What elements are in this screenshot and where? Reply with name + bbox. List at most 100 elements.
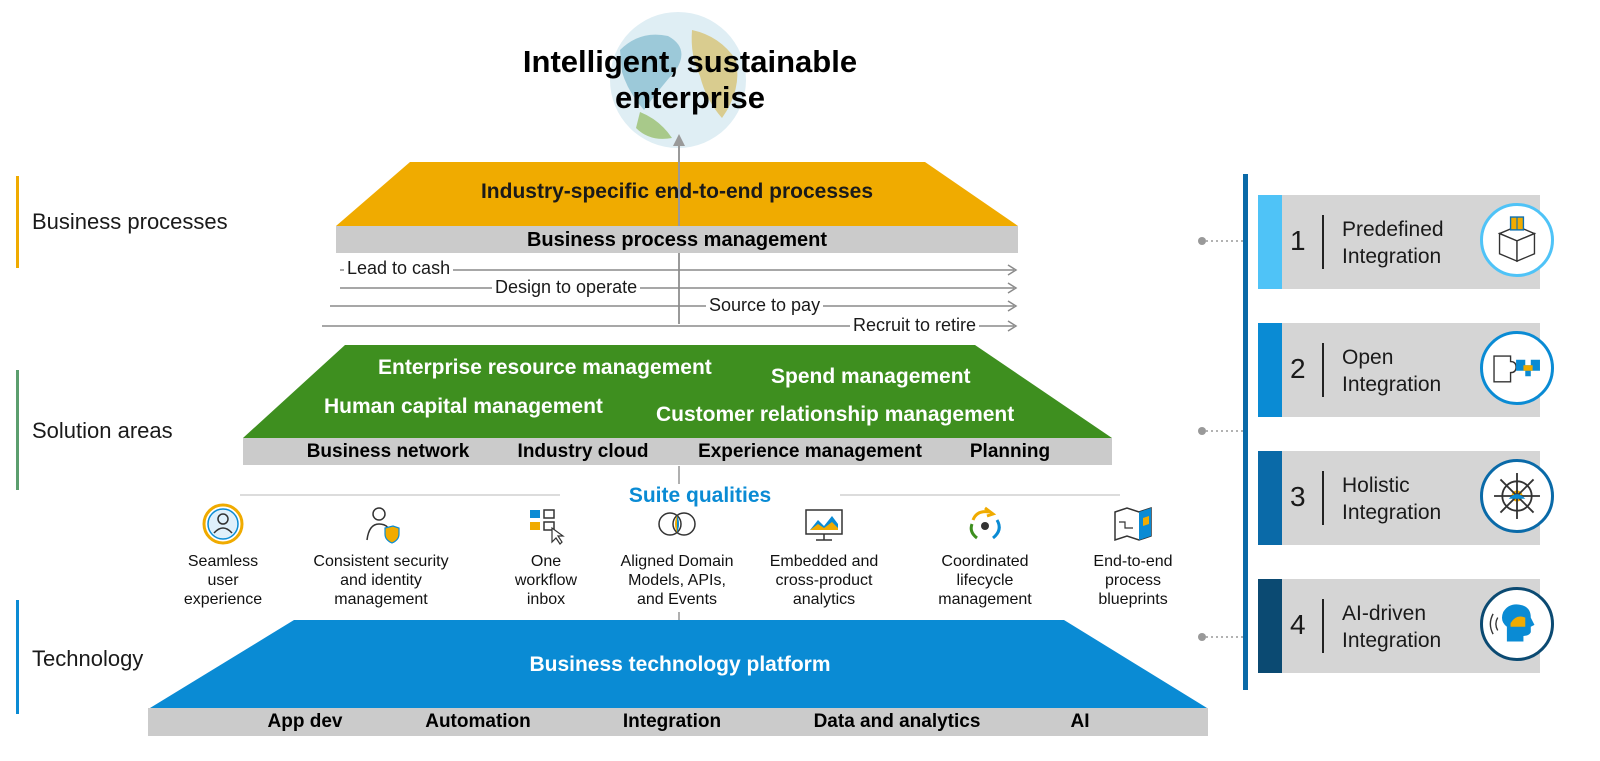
diagram-title: Intelligent, sustainable enterprise [522, 44, 858, 115]
quality-line: management [938, 591, 1032, 608]
process-layer-shape [336, 162, 1018, 226]
quality-analytics: Embedded and cross-product analytics [739, 502, 909, 609]
quality-line: End-to-end [1093, 553, 1173, 570]
workflow-inbox-icon [530, 509, 565, 545]
suite-qualities-title: Suite qualities [560, 484, 840, 508]
layer-label-business: Business processes [32, 209, 228, 234]
quality-line: management [334, 591, 428, 608]
card-label-line: AI-driven [1342, 602, 1427, 625]
card-stripe [1258, 195, 1282, 289]
card-label-line: Integration [1342, 373, 1442, 396]
quality-line: and Events [636, 591, 718, 608]
card-number: 2 [1290, 353, 1306, 384]
quality-seamless-ux: Seamless user experience [138, 502, 308, 609]
card-number: 1 [1290, 225, 1306, 256]
quality-line: cross-product [775, 572, 873, 589]
solution-layer-shape [243, 345, 1112, 438]
quality-line: Embedded and [769, 553, 879, 570]
solution-hcm: Human capital management [324, 395, 603, 418]
quality-workflow: One workflow inbox [461, 502, 631, 609]
lifecycle-icon [969, 506, 1001, 540]
process-blueprint-icon [1114, 506, 1152, 542]
card-label-line: Integration [1342, 501, 1442, 524]
quality-line: Models, APIs, [628, 572, 726, 589]
domain-models-icon [658, 512, 696, 536]
quality-line: and identity [340, 572, 422, 589]
quality-line: experience [183, 591, 263, 608]
badge [1480, 459, 1554, 533]
quality-line: workflow [514, 572, 578, 589]
quality-blueprints: End-to-end process blueprints [1048, 502, 1218, 609]
card-divider [1322, 215, 1324, 269]
solution-spend: Spend management [771, 365, 971, 388]
globe-icon [610, 12, 746, 148]
technology-band-item: AI [1070, 711, 1090, 732]
quality-line: user [207, 572, 239, 589]
quality-line: lifecycle [956, 572, 1014, 589]
card-number: 4 [1290, 609, 1306, 640]
technology-layer-shape [150, 620, 1207, 708]
badge [1480, 587, 1554, 661]
card-divider [1322, 599, 1324, 653]
solution-erm: Enterprise resource management [378, 356, 712, 379]
quality-line: process [1104, 572, 1162, 589]
flow-recruit-to-retire: Recruit to retire [850, 315, 980, 335]
quality-line: Coordinated [941, 553, 1029, 570]
card-label-line: Predefined [1342, 218, 1444, 241]
package-box-icon [1497, 216, 1537, 263]
process-band-label: Business process management [526, 229, 828, 251]
user-experience-icon [202, 503, 244, 545]
layer-label-solution: Solution areas [32, 418, 173, 443]
quality-line: blueprints [1098, 591, 1168, 608]
security-identity-icon [366, 507, 400, 544]
badge [1480, 331, 1554, 405]
technology-heading: Business technology platform [529, 653, 831, 676]
process-band [336, 226, 1018, 253]
layer-label-technology: Technology [32, 646, 144, 671]
card-stripe [1258, 451, 1282, 545]
badge [1480, 203, 1554, 277]
card-number: 3 [1290, 481, 1306, 512]
solution-band-item: Business network [306, 441, 470, 462]
quality-lifecycle: Coordinated lifecycle management [900, 502, 1070, 609]
card-stripe [1258, 579, 1282, 673]
puzzle-icon [1493, 355, 1540, 383]
helm-wheel-icon [1494, 473, 1540, 519]
quality-line: inbox [526, 591, 566, 608]
flow-source-to-pay: Source to pay [706, 295, 824, 315]
solution-band-item: Experience management [698, 441, 922, 462]
card-stripe [1258, 323, 1282, 417]
quality-line: Consistent security [313, 553, 449, 570]
solution-band [243, 438, 1112, 465]
quality-line: Aligned Domain [620, 553, 734, 570]
card-label-line: Holistic [1342, 474, 1410, 497]
technology-band-item: Automation [425, 711, 531, 732]
technology-band-item: Integration [622, 711, 722, 732]
solution-band-item: Industry cloud [517, 441, 649, 462]
flow-lead-to-cash: Lead to cash [344, 258, 454, 278]
quality-line: One [530, 553, 562, 570]
layer-bar-solution [16, 370, 19, 490]
layer-bar-business [16, 176, 19, 268]
flow-design-to-operate: Design to operate [492, 277, 641, 297]
solution-crm: Customer relationship management [656, 403, 1015, 426]
process-heading: Industry-specific end-to-end processes [480, 180, 874, 203]
quality-line: Seamless [187, 553, 259, 570]
card-divider [1322, 343, 1324, 397]
quality-security: Consistent security and identity managemen… [296, 502, 466, 609]
card-label-line: Integration [1342, 629, 1442, 652]
technology-band-item: App dev [267, 711, 343, 732]
card-divider [1322, 471, 1324, 525]
quality-line: analytics [792, 591, 856, 608]
ai-head-icon [1489, 604, 1535, 642]
analytics-icon [805, 509, 843, 541]
